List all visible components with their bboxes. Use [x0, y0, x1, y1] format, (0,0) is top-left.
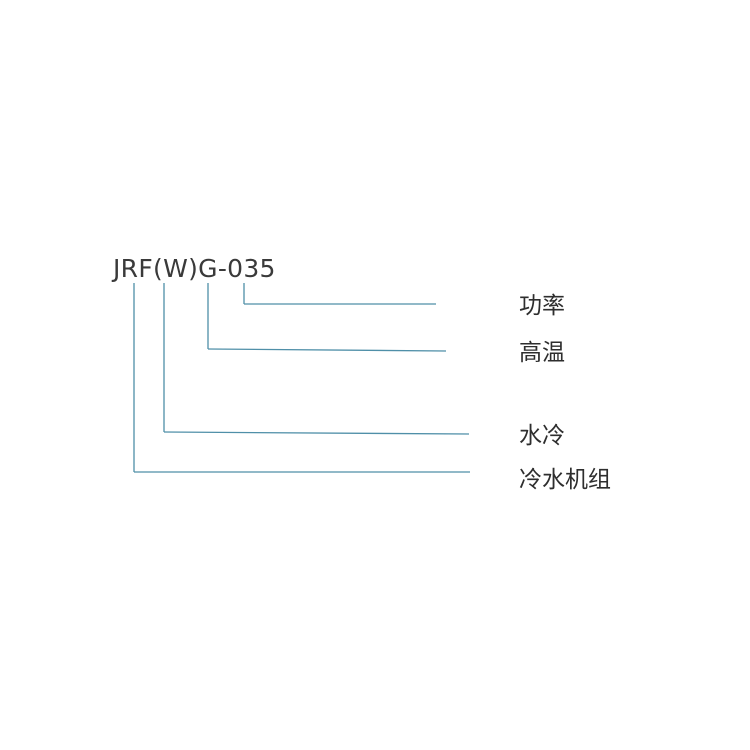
label-chiller: 冷水机组 — [519, 467, 611, 493]
model-code: JRF(W)G-035 — [113, 254, 276, 283]
leader-horizontal-high-temp — [207, 348, 447, 352]
leader-horizontal-water-cooled — [163, 431, 470, 435]
label-power: 功率 — [519, 293, 565, 319]
label-water-cooled: 水冷 — [519, 423, 565, 449]
label-high-temp: 高温 — [519, 340, 565, 366]
